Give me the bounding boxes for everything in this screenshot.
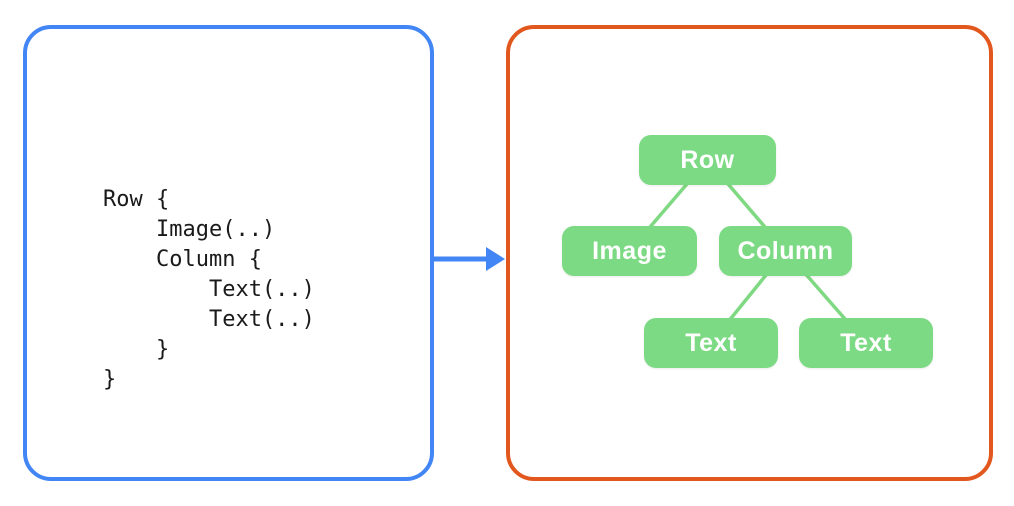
code-line: } [103,367,117,392]
code-line: Text(..) [103,307,315,332]
code-line: } [103,337,170,362]
code-line: Column { [103,247,262,272]
tree-node-row: Row [639,135,776,185]
code-block: Row { Image(..) Column { Text(..) Text(.… [103,185,315,395]
tree-node-image: Image [562,226,697,276]
arrow-right-icon [434,247,505,271]
code-line: Image(..) [103,217,276,242]
code-line: Row { [103,187,170,212]
tree-node-text-1: Text [644,318,778,368]
tree-panel: Row Image Column Text Text [506,25,993,481]
tree-node-text-2: Text [799,318,933,368]
code-line: Text(..) [103,277,315,302]
code-panel: Row { Image(..) Column { Text(..) Text(.… [23,25,434,481]
tree-node-column: Column [719,226,852,276]
